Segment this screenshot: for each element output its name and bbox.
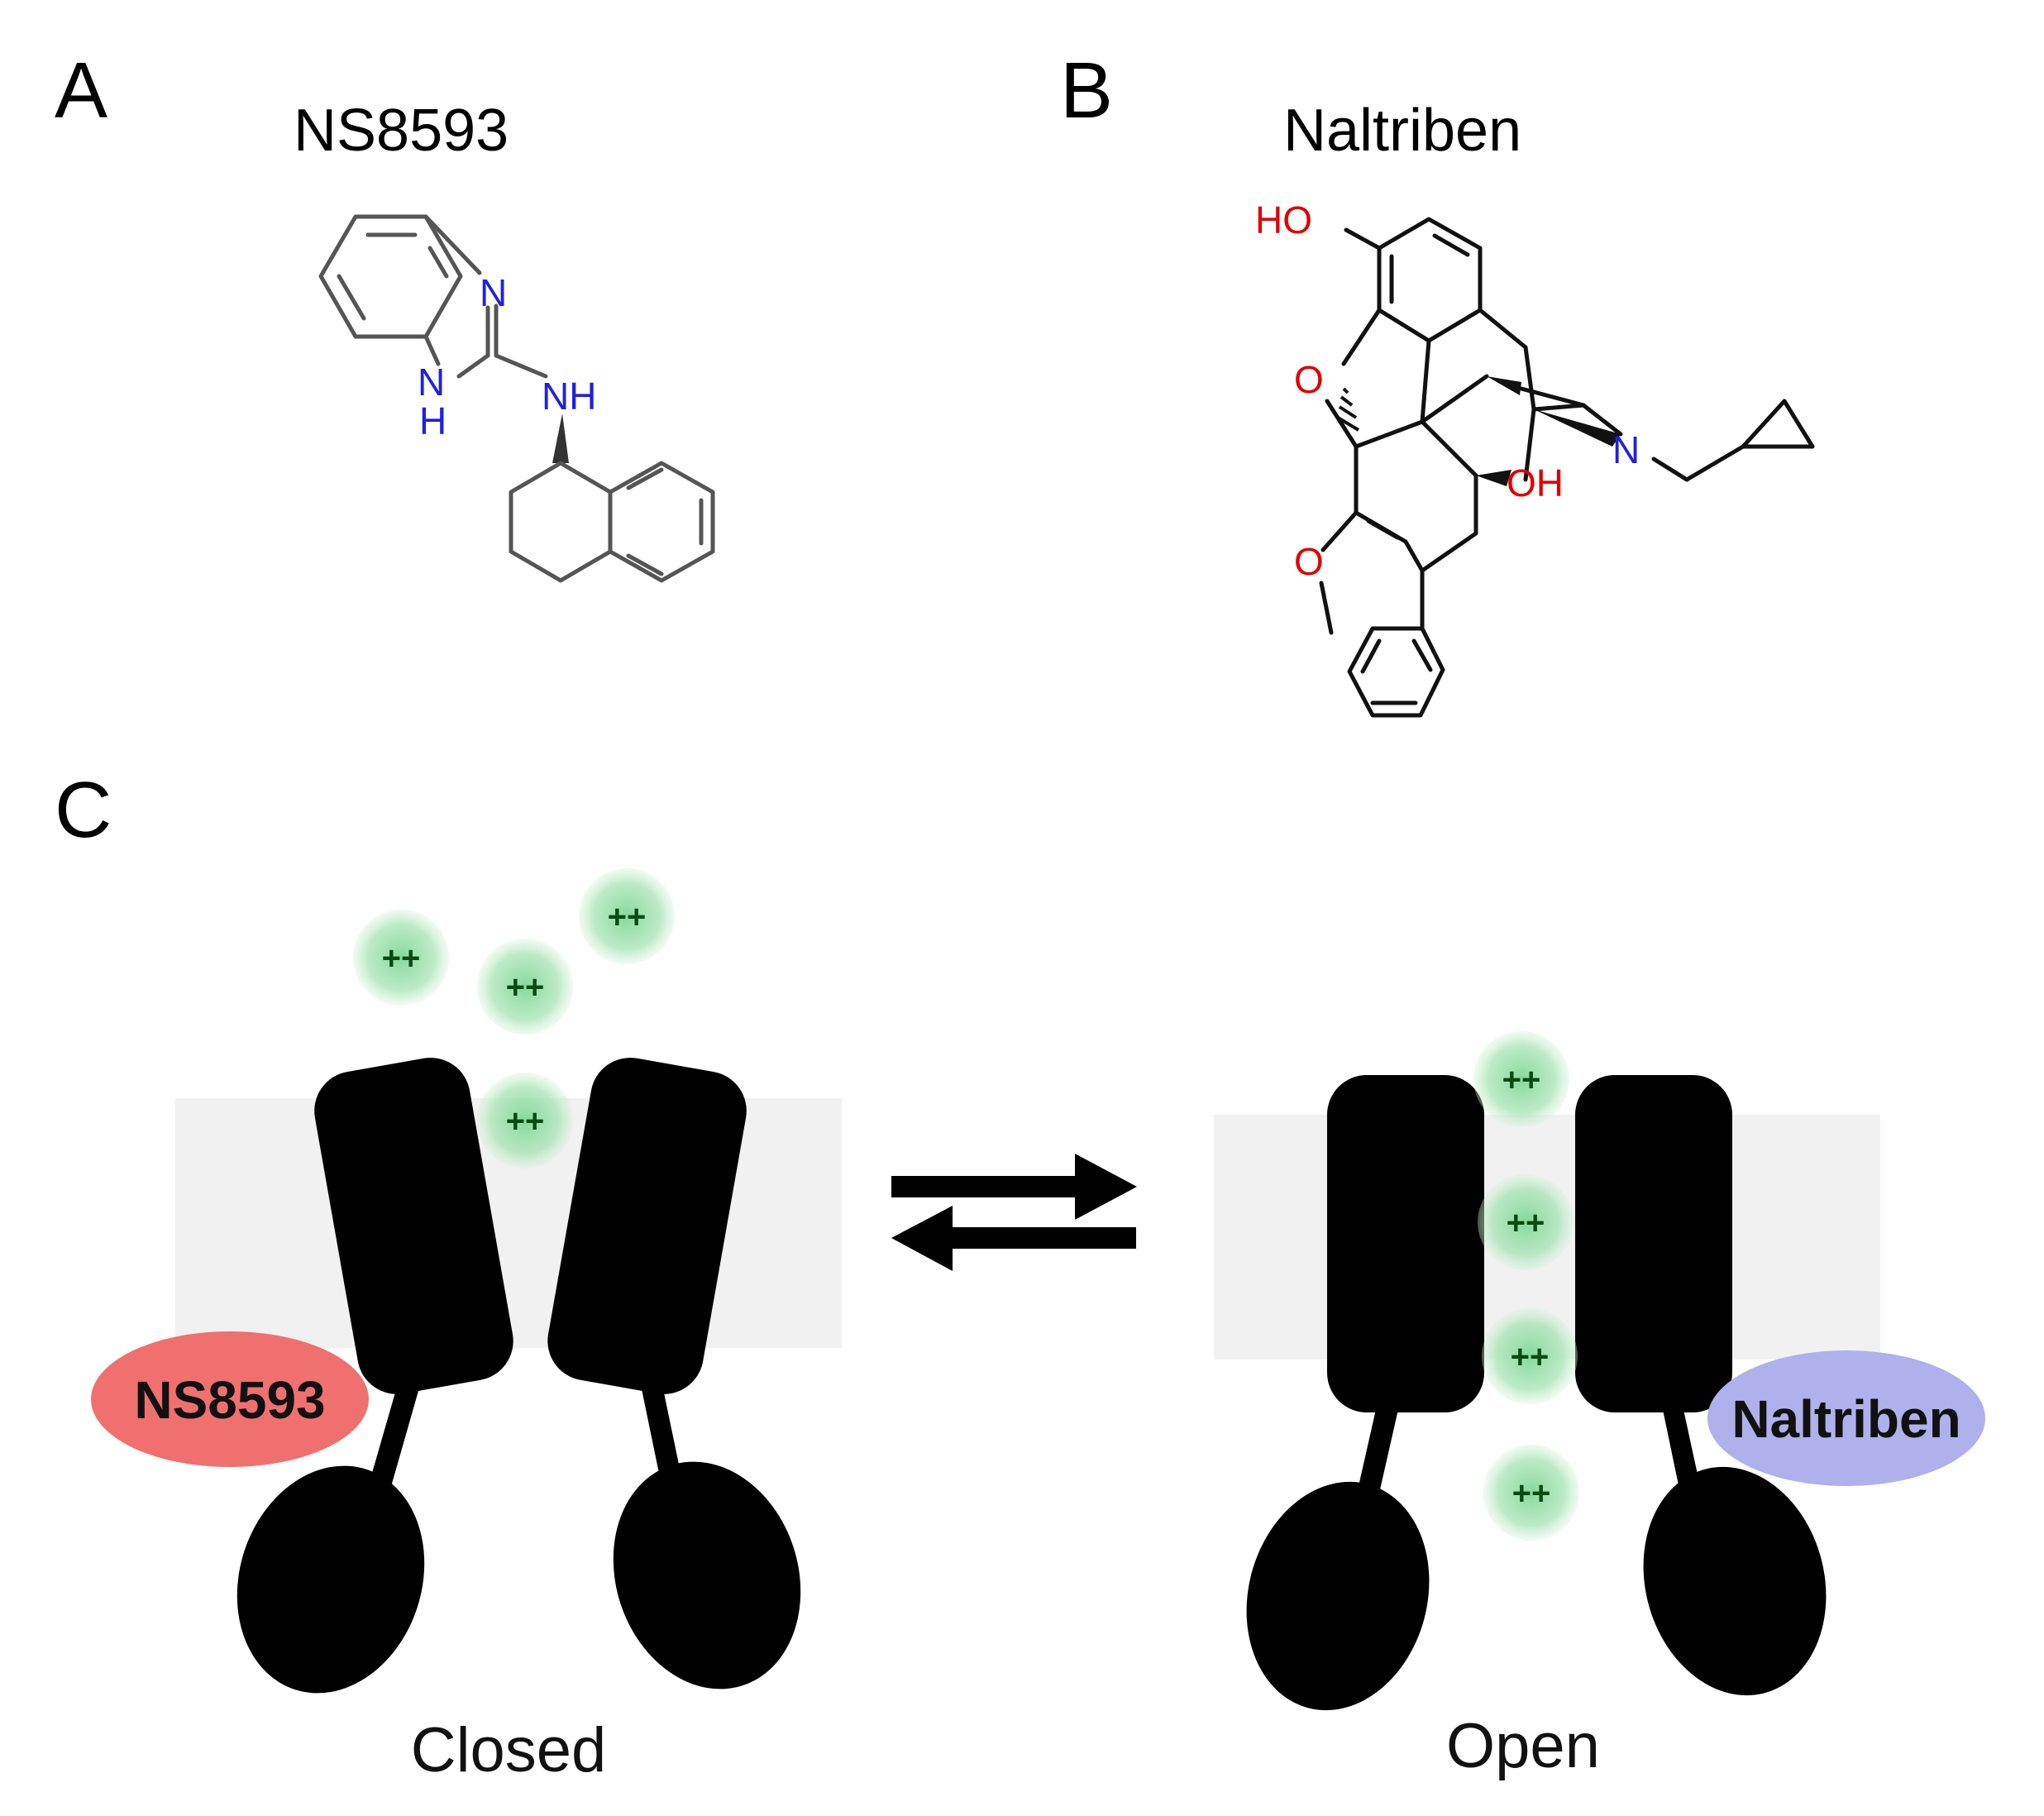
svg-text:++: ++ — [1507, 1205, 1545, 1241]
reverse-arrowhead — [891, 1206, 953, 1271]
drug-naltriben-label: Naltriben — [1731, 1389, 1960, 1449]
drug-ns8593: NS8593 — [91, 1331, 369, 1467]
naltriben-atom-o-furan: O — [1294, 540, 1324, 583]
naltriben-atom-n: N — [1612, 428, 1640, 471]
svg-text:++: ++ — [506, 969, 545, 1006]
naltriben-structure: HO O OH N O — [1255, 198, 1815, 718]
equilibrium-arrows — [891, 1154, 1137, 1271]
ion-open-4: ++ — [1483, 1445, 1579, 1541]
ion-open-3: ++ — [1482, 1308, 1578, 1404]
naltriben-atom-ho: HO — [1255, 198, 1312, 241]
ns8593-atom-n: N — [480, 271, 507, 314]
state-open-label: Open — [1446, 1711, 1600, 1781]
channel-open-left-subunit — [1246, 1075, 1484, 1711]
state-closed-label: Closed — [411, 1715, 607, 1785]
ns8593-atom-ring-h: H — [419, 399, 447, 442]
svg-text:++: ++ — [382, 940, 421, 977]
ion-closed-3: ++ — [579, 868, 675, 964]
ns8593-wedge-bond — [552, 413, 569, 463]
ns8593-atom-nh: NH — [542, 375, 596, 418]
ion-closed-1: ++ — [353, 910, 449, 1006]
ion-open-1: ++ — [1473, 1031, 1569, 1127]
svg-text:++: ++ — [608, 899, 647, 935]
svg-text:++: ++ — [1502, 1062, 1541, 1098]
svg-text:++: ++ — [1512, 1475, 1551, 1512]
channel-closed — [236, 1058, 801, 1694]
ion-closed-2: ++ — [477, 939, 573, 1035]
panel-c: C ++ ++ ++ — [55, 766, 1985, 1785]
ion-open-2: ++ — [1478, 1174, 1574, 1270]
channel-closed-left-subunit — [236, 1058, 513, 1694]
naltriben-atom-o-ring: O — [1294, 358, 1324, 401]
panel-b-letter: B — [1060, 46, 1113, 135]
svg-text:++: ++ — [1511, 1339, 1550, 1375]
ns8593-structure: N N H NH — [318, 214, 715, 583]
panel-a: A NS8593 N N H NH — [55, 46, 715, 583]
forward-arrowhead — [1075, 1154, 1137, 1220]
channel-open — [1246, 1075, 1827, 1711]
panel-c-letter: C — [55, 766, 112, 854]
naltriben-atom-oh: OH — [1507, 461, 1564, 504]
ns8593-atom-ring-n: N — [418, 361, 445, 404]
svg-text:++: ++ — [506, 1103, 545, 1140]
channel-closed-right-subunit — [547, 1058, 801, 1689]
panel-a-letter: A — [55, 46, 107, 135]
channel-open-right-subunit — [1575, 1075, 1827, 1696]
drug-ns8593-label: NS8593 — [134, 1370, 325, 1430]
panel-b: B Naltriben — [1060, 46, 1815, 718]
naltriben-title: Naltriben — [1283, 98, 1521, 164]
ns8593-title: NS8593 — [294, 98, 509, 164]
ion-closed-4: ++ — [477, 1073, 573, 1168]
drug-naltriben: Naltriben — [1707, 1350, 1985, 1486]
